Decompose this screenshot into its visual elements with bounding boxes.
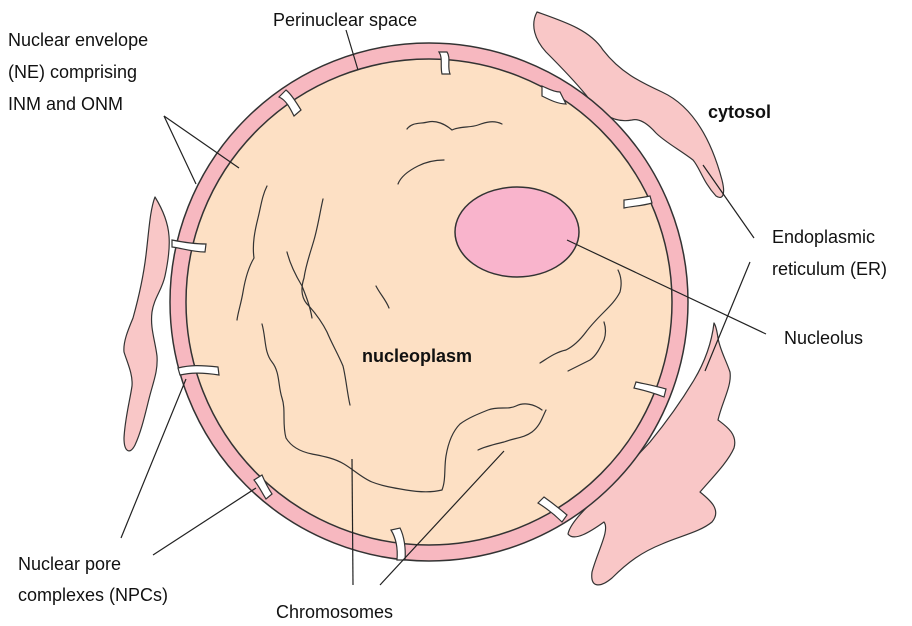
leader-er-bottom [705, 262, 750, 371]
nucleolus [455, 187, 579, 277]
leader-er-top [703, 165, 754, 238]
label-perinuclear-space: Perinuclear space [273, 10, 417, 30]
nuclear-pore [178, 366, 219, 375]
nucleoplasm-region [186, 59, 672, 545]
label-nucleoplasm: nucleoplasm [362, 346, 472, 366]
er-left [124, 197, 169, 451]
label-endoplasmic-reticulum: Endoplasmic reticulum (ER) [772, 227, 887, 279]
label-nuclear-envelope: Nuclear envelope (NE) comprising INM and… [8, 30, 153, 114]
leader-envelope-outer [164, 116, 196, 184]
label-nucleolus: Nucleolus [784, 328, 863, 348]
label-nuclear-pore-complexes: Nuclear pore complexes (NPCs) [18, 554, 168, 605]
leader-npc-bottom [153, 488, 256, 555]
label-cytosol: cytosol [708, 102, 771, 122]
label-chromosomes: Chromosomes [276, 602, 393, 622]
